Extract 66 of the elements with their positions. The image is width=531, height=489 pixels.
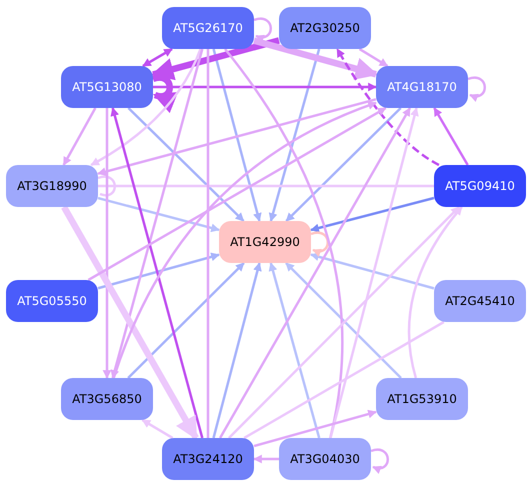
arrow: [98, 252, 220, 290]
arrow: [61, 205, 199, 440]
arrow: [285, 107, 402, 222]
arrow: [102, 108, 112, 379]
gene-node: [6, 280, 98, 322]
arrow: [153, 82, 377, 92]
gene-label: AT4G18170: [387, 80, 457, 94]
gene-node: [219, 221, 311, 263]
arrow: [358, 48, 388, 68]
gene-label: AT5G13080: [72, 80, 142, 94]
gene-node: [279, 7, 371, 49]
arrow: [219, 107, 411, 439]
gene-node: [6, 165, 98, 207]
gene-label: AT3G56850: [72, 392, 142, 406]
gene-node: [162, 438, 254, 480]
arrow: [285, 262, 402, 379]
arrow: [98, 196, 220, 232]
gene-label: AT2G45410: [445, 294, 515, 308]
gene-label: AT1G42990: [230, 235, 300, 249]
arrow: [110, 48, 204, 379]
gene-label: AT5G05550: [17, 294, 87, 308]
arrow: [468, 76, 486, 102]
arrow: [90, 48, 202, 166]
arrow: [127, 262, 245, 379]
gene-label: AT5G26170: [173, 21, 243, 35]
arrow: [254, 410, 377, 448]
arrow: [212, 48, 262, 222]
arrow: [228, 206, 460, 439]
arrow: [212, 262, 262, 438]
arrow: [268, 262, 320, 438]
arrow: [310, 252, 434, 290]
arrow: [110, 107, 204, 438]
arrow: [254, 18, 272, 42]
arrow: [253, 38, 378, 80]
gene-label: AT1G53910: [387, 392, 457, 406]
arrow: [88, 106, 386, 282]
arrow: [329, 107, 419, 438]
arrow: [128, 107, 244, 222]
arrow: [62, 107, 96, 166]
gene-label: AT3G04030: [290, 452, 360, 466]
gene-label: AT2G30250: [290, 21, 360, 35]
arrow: [336, 48, 440, 166]
gene-label: AT3G18990: [17, 179, 87, 193]
arrow: [152, 74, 178, 112]
gene-node: [61, 378, 153, 420]
gene-label: AT5G09410: [445, 179, 515, 193]
arrow: [150, 37, 280, 80]
gene-node: [279, 438, 371, 480]
arrow: [268, 48, 320, 222]
arrow: [142, 418, 174, 440]
gene-node: [162, 7, 254, 49]
gene-node: [434, 165, 526, 207]
arrow: [310, 232, 329, 256]
arrow: [112, 102, 377, 378]
gene-label: AT3G24120: [173, 452, 243, 466]
arrow: [310, 196, 434, 232]
arrow: [408, 206, 463, 378]
arrow: [370, 448, 389, 474]
arrow: [142, 48, 173, 68]
arrow: [433, 107, 469, 166]
gene-node: [434, 280, 526, 322]
gene-node: [376, 66, 468, 108]
gene-node: [61, 66, 153, 108]
arrow: [97, 98, 376, 176]
gene-node: [376, 378, 468, 420]
arrow: [253, 454, 279, 464]
